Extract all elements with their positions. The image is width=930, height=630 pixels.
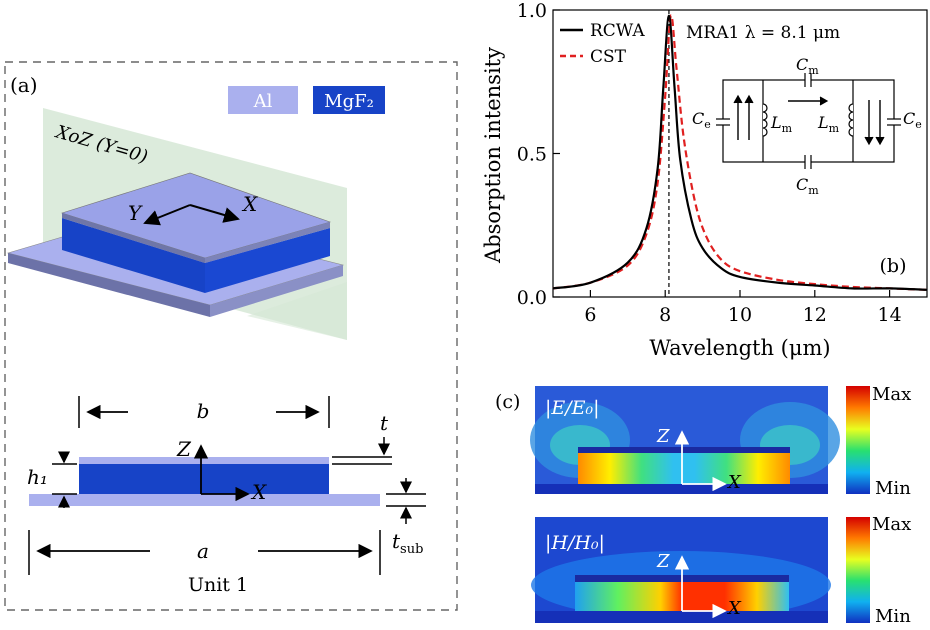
mgf2-right-side — [205, 228, 330, 293]
xs-mgf2 — [79, 464, 329, 494]
cross-section: b t h₁ tsub a — [27, 396, 426, 596]
inductor-left — [762, 103, 768, 137]
dim-a-label: a — [197, 539, 209, 563]
cm-bottom-label: Cm — [796, 175, 819, 197]
ce-left-label: Ce — [692, 109, 711, 131]
y-tick-label: 1.0 — [517, 0, 547, 22]
colorbar-h — [846, 517, 870, 623]
axis-y-3d — [143, 204, 191, 226]
y-tick-label: 0.0 — [517, 287, 547, 309]
panel-a-frame — [4, 61, 458, 611]
colorbar-e-max: Max — [872, 384, 911, 405]
e-axis-x-label: X — [726, 472, 742, 493]
dim-tsub-label: tsub — [392, 529, 423, 557]
x-tick-label: 10 — [728, 304, 752, 326]
substrate-right-side — [210, 265, 343, 317]
series-cst-line — [552, 14, 928, 291]
colorbar-h-min: Min — [875, 606, 911, 627]
unit-caption: Unit 1 — [188, 574, 248, 596]
x-tick-label: 8 — [659, 304, 671, 326]
series-lines — [552, 14, 928, 291]
cm-top-label: Cm — [796, 55, 819, 77]
dim-b-label: b — [197, 399, 210, 423]
plane-lower — [247, 282, 347, 340]
mgf2-left-side — [62, 218, 205, 293]
dim-h1-label: h₁ — [27, 465, 48, 489]
ce-right-label: Ce — [903, 109, 922, 131]
panel-a: (a) Al MgF₂ XoZ (Y=0) Y X — [4, 61, 458, 611]
legend-al-label: Al — [253, 91, 273, 112]
colorbar-e-min: Min — [875, 478, 911, 499]
x-tick-label: 6 — [584, 304, 596, 326]
legend-al-swatch — [228, 86, 298, 114]
h-field-map: Z X |H/H₀| — [531, 517, 831, 623]
xs-substrate — [29, 494, 380, 506]
e-ground — [535, 484, 828, 494]
h-ground — [535, 611, 828, 623]
y-ticks: 0.0 0.5 1.0 — [517, 0, 560, 309]
e-field-label: |E/E₀| — [545, 397, 600, 419]
series-rcwa-line — [552, 14, 928, 291]
lm-right-label: Lm — [817, 113, 840, 135]
circuit-diagram — [716, 73, 901, 169]
lm-left-label: Lm — [770, 113, 793, 135]
al-plate-right-edge — [205, 222, 330, 263]
h-axis-z-label: Z — [656, 551, 670, 572]
x-ticks: 6 8 10 12 14 — [584, 290, 902, 326]
legend-mgf2-label: MgF₂ — [324, 91, 374, 112]
inductor-right — [848, 103, 854, 137]
legend-mgf2-swatch — [313, 86, 385, 114]
legend-cst-label: CST — [590, 47, 627, 67]
dim-t-label: t — [380, 411, 389, 435]
e-top-plate — [578, 447, 790, 453]
y-axis-title: Absorption intensity — [481, 47, 505, 264]
axis-x-label: X — [241, 192, 258, 216]
colorbar-h-max: Max — [872, 514, 911, 535]
h-axis-x-label: X — [726, 598, 742, 619]
e-axis-z-label: Z — [656, 426, 670, 447]
y-tick-label: 0.5 — [517, 144, 547, 166]
panel-a-label: (a) — [10, 73, 38, 97]
panel-b-label: (b) — [880, 255, 907, 277]
x-tick-label: 14 — [878, 304, 902, 326]
peak-annotation: MRA1 λ = 8.1 μm — [686, 23, 840, 43]
substrate-left-side — [8, 253, 210, 317]
axis-y-label: Y — [128, 201, 143, 225]
panel-c-label: (c) — [495, 391, 520, 413]
xs-al-plate — [79, 457, 329, 464]
h-field-label: |H/H₀| — [545, 532, 605, 554]
legend-rcwa-label: RCWA — [590, 21, 645, 41]
x-axis-title: Wavelength (μm) — [649, 336, 830, 360]
colorbar-e — [846, 386, 870, 494]
e-field-map: Z X |E/E₀| — [530, 386, 840, 494]
xs-axis-x-label: X — [250, 480, 267, 504]
e-dielectric-field — [578, 452, 790, 484]
panel-c: (c) Z X |E/E₀| Z X — [495, 384, 911, 627]
al-plate-left-edge — [62, 213, 205, 263]
xs-axis-z-label: Z — [176, 437, 192, 461]
axis-x-3d — [189, 204, 240, 223]
x-tick-label: 12 — [803, 304, 827, 326]
